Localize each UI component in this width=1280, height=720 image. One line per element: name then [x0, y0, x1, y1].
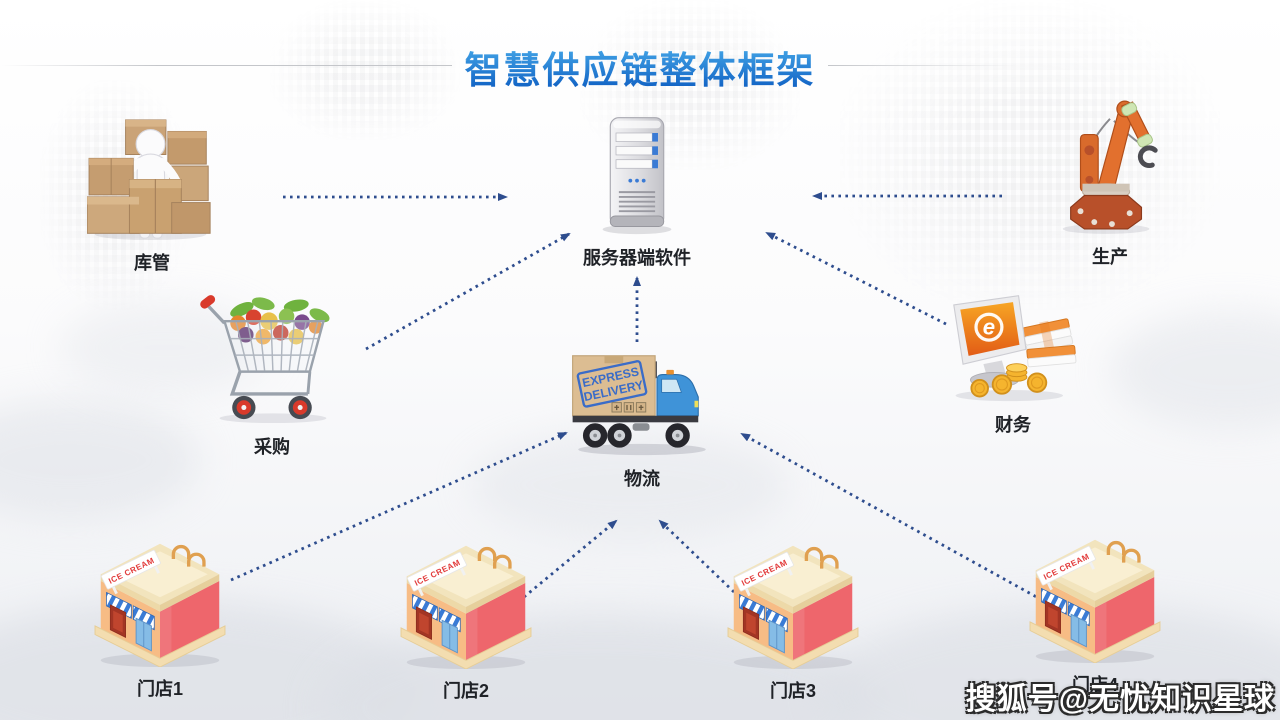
server-icon [602, 117, 672, 235]
finance-icon: e [953, 295, 1077, 402]
background-texture [270, 0, 460, 140]
node-label: 门店4 [1071, 675, 1118, 695]
node-server: 服务器端软件 [557, 112, 717, 270]
arrow-caigou-to-server [365, 232, 571, 351]
node-label: 门店3 [769, 681, 816, 701]
node-label: 服务器端软件 [583, 248, 691, 268]
node-mendian3: 门店3 [718, 540, 868, 703]
node-label: 库管 [134, 253, 170, 273]
store-icon [726, 540, 860, 669]
page-title: 智慧供应链整体框架 [0, 40, 1280, 94]
node-kuguan: 库管 [77, 118, 227, 275]
node-mendian4: 门店4 [1020, 534, 1170, 697]
title-rule-right [828, 65, 1018, 66]
store-icon [93, 538, 227, 667]
node-label: 生产 [1092, 247, 1128, 267]
node-label: 门店1 [136, 679, 183, 699]
node-wuliu: EXPRESS DELIVERY 物流 [562, 352, 722, 491]
robot-arm-icon [1062, 100, 1158, 234]
cloud [0, 400, 200, 520]
node-label: 物流 [624, 469, 660, 489]
node-caiwu: e 财务 [938, 292, 1088, 437]
node-caigou: 采购 [192, 294, 352, 459]
node-mendian2: 门店2 [391, 540, 541, 703]
store-icon [399, 540, 533, 669]
watermark: 搜狐号@无忧知识星球 [965, 683, 1275, 716]
node-label: 财务 [995, 415, 1031, 435]
node-label: 采购 [254, 437, 290, 457]
store-icon [1028, 534, 1162, 663]
shopping-cart-icon [200, 295, 330, 424]
node-label: 门店2 [442, 681, 489, 701]
warehouse-keeper-icon [87, 119, 211, 241]
finance-screen-letter: e [983, 315, 995, 340]
title-rule-left [0, 65, 452, 66]
cloud [1110, 310, 1280, 430]
node-mendian1: 门店1 [85, 538, 235, 701]
delivery-truck-icon: EXPRESS DELIVERY [572, 355, 706, 456]
node-shengchan: 生产 [1030, 97, 1190, 269]
